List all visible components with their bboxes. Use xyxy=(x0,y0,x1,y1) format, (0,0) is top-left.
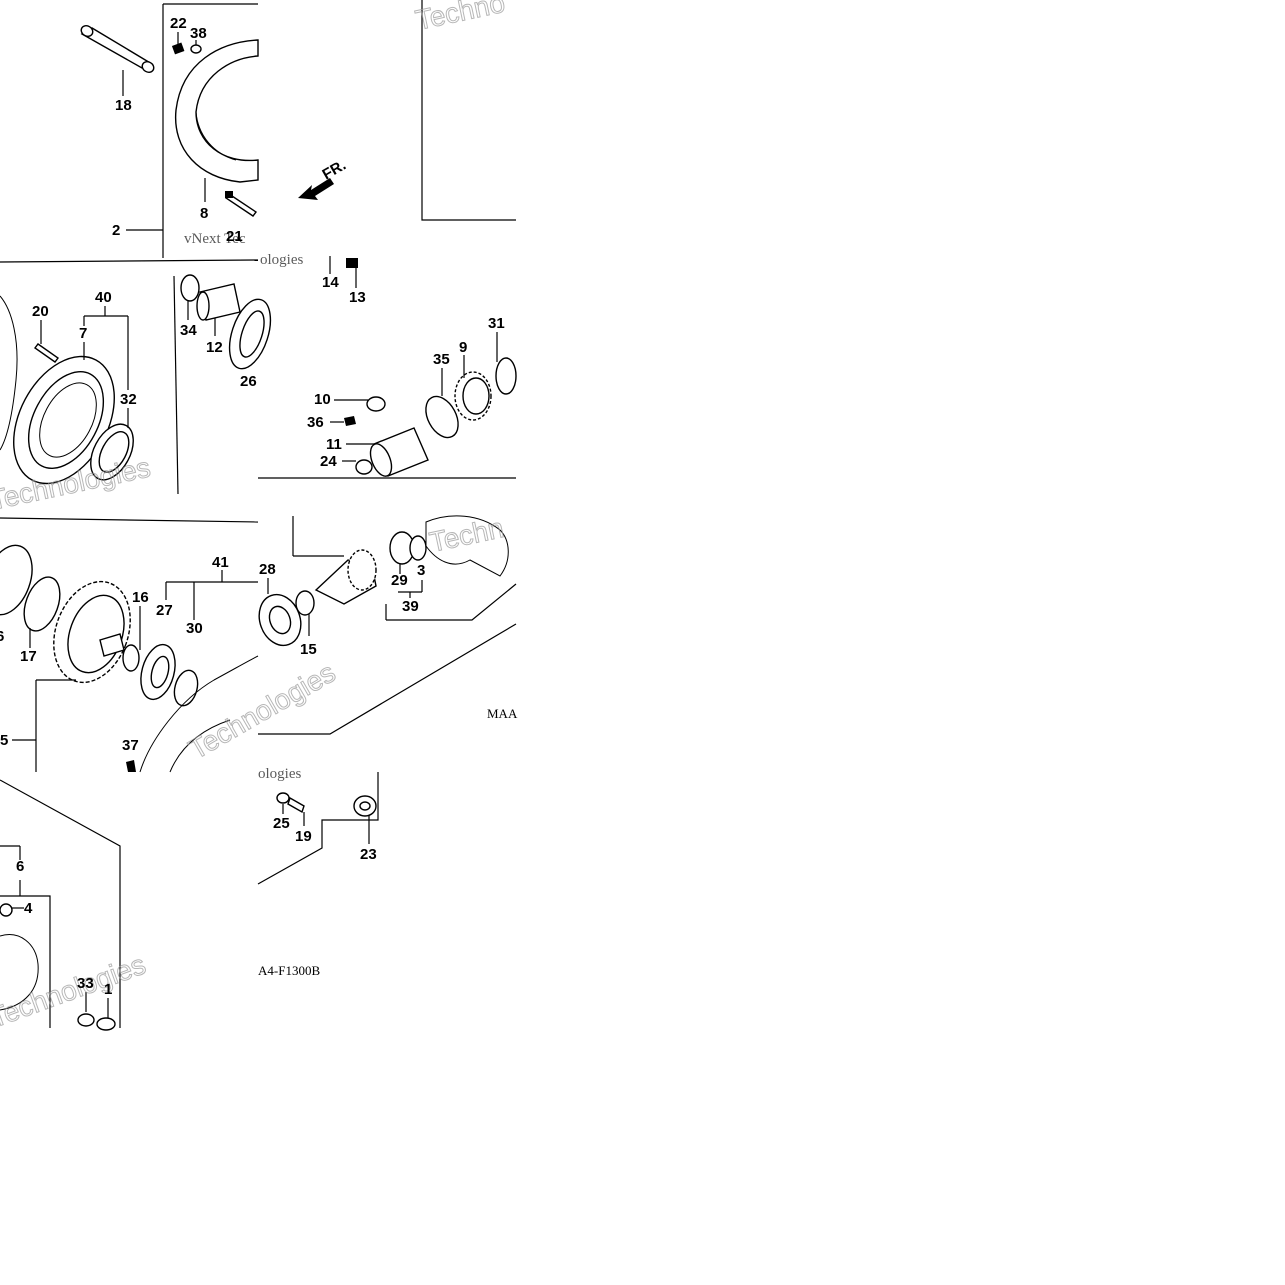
part-label: 2 xyxy=(112,222,120,239)
ring-gear xyxy=(53,580,131,684)
tile-bottom-center: ologies A4-F1300B xyxy=(257,766,379,978)
part-label: 16 xyxy=(132,589,149,606)
sleeve-11 xyxy=(346,427,429,477)
part-label: 24 xyxy=(320,453,337,470)
part-label: 15 xyxy=(300,641,317,658)
watermark-text: ologies xyxy=(258,766,301,782)
bearing-28 xyxy=(258,578,302,647)
part-labels: 18 22 38 8 2 21 14 13 40 20 7 34 12 26 3… xyxy=(0,15,505,998)
watermark-text: ologies xyxy=(260,252,303,268)
snap-ring-17 xyxy=(23,576,61,632)
part-label: 31 xyxy=(488,315,505,332)
tile-middle-center: ologies xyxy=(258,252,517,479)
part-label: 5 xyxy=(0,732,8,749)
part-label: 14 xyxy=(322,274,339,291)
part-label: 29 xyxy=(391,572,408,589)
part-label: 32 xyxy=(120,391,137,408)
watermark-text: vNext Tec xyxy=(184,231,246,247)
bearing-27 xyxy=(140,643,176,701)
washer-25 xyxy=(276,792,290,804)
part-label: 12 xyxy=(206,339,223,356)
bolt-21 xyxy=(224,191,258,217)
part-label: 8 xyxy=(200,205,208,222)
part-label: 4 xyxy=(24,900,33,917)
brake-shoe xyxy=(174,39,259,202)
tile-top-left: vNext Tec xyxy=(80,3,259,258)
gear-9 xyxy=(454,355,492,421)
frame-line xyxy=(421,0,516,221)
part-label: 30 xyxy=(186,620,203,637)
part-label: 40 xyxy=(95,289,112,306)
nut-24 xyxy=(342,459,373,475)
snap-ring-3 xyxy=(409,535,427,561)
pinion-gear xyxy=(314,549,377,605)
washer-38 xyxy=(190,40,202,54)
part-label: 6 xyxy=(16,858,24,875)
watermark-text: Technologies xyxy=(184,657,341,766)
watermark-text: Technologies xyxy=(0,949,150,1034)
diagram-code-bottom: A4-F1300B xyxy=(258,963,320,978)
part-label: 1 xyxy=(104,981,112,998)
bolt-37 xyxy=(126,760,136,772)
bolt-19 xyxy=(287,796,305,826)
part-label: 3 xyxy=(417,562,425,579)
part-label: 13 xyxy=(349,289,366,306)
oil-seal-32 xyxy=(90,408,134,481)
pipe-part xyxy=(80,25,155,96)
part-label: 36 xyxy=(307,414,324,431)
part-label: 37 xyxy=(122,737,139,754)
part-1 xyxy=(96,1017,116,1031)
plug-4 xyxy=(0,903,13,917)
part-label: 35 xyxy=(433,351,450,368)
housing-7 xyxy=(13,342,115,485)
o-ring-34 xyxy=(180,274,200,302)
collar-16 xyxy=(122,644,140,672)
tile-top-middle: Techno FR. xyxy=(298,0,516,221)
front-direction-label: FR. xyxy=(320,157,349,184)
bearing-left xyxy=(0,544,33,616)
part-label: 41 xyxy=(212,554,229,571)
part-label: 22 xyxy=(170,15,187,32)
part-label: 27 xyxy=(156,602,173,619)
part-label: 38 xyxy=(190,25,207,42)
watermark-text: Techn xyxy=(427,512,507,558)
part-label: 23 xyxy=(360,846,377,863)
part-10 xyxy=(334,396,386,412)
part-label: 34 xyxy=(180,322,197,339)
bearing-26 xyxy=(228,298,272,370)
part-label: 25 xyxy=(273,815,290,832)
bolt-36 xyxy=(330,416,356,426)
part-label: 9 xyxy=(459,339,467,356)
part-label: 28 xyxy=(259,561,276,578)
part-label: 11 xyxy=(326,436,342,453)
o-ring-31 xyxy=(495,357,517,395)
o-ring-35 xyxy=(425,395,459,439)
watermark-text: Techno xyxy=(413,0,508,36)
nut-23 xyxy=(353,795,377,844)
nut-13 xyxy=(346,258,358,288)
part-label: 20 xyxy=(32,303,49,320)
part-label: 21 xyxy=(226,228,243,245)
part-label: 18 xyxy=(115,97,132,114)
part-label: 19 xyxy=(295,828,312,845)
bolt-22 xyxy=(171,32,185,55)
part-label: 17 xyxy=(20,648,37,665)
part-label: 33 xyxy=(77,975,94,992)
tile-bottom-left: Technologies xyxy=(0,779,150,1034)
tile-lower-center: Techn MAA xyxy=(258,512,518,735)
part-33 xyxy=(77,1013,95,1027)
front-direction-arrow: FR. xyxy=(298,157,349,200)
bolt-20 xyxy=(34,320,59,363)
diagram-code-right: MAA xyxy=(487,706,518,721)
part-label: 7 xyxy=(79,325,87,342)
part-label: 6 xyxy=(0,628,4,645)
tile-middle-left: Technologies xyxy=(0,259,272,516)
part-label: 10 xyxy=(314,391,331,408)
part-label: 26 xyxy=(240,373,257,390)
ring-15 xyxy=(295,590,315,616)
part-label: 39 xyxy=(402,598,419,615)
